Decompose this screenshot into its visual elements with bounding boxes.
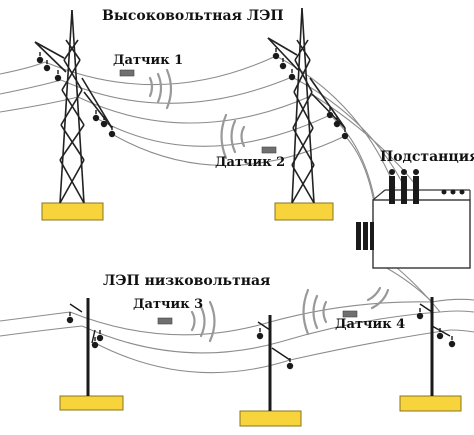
sensor-3: [157, 300, 216, 343]
sensor-1: [119, 68, 173, 110]
substation-label: Подстанция: [380, 149, 474, 165]
sensor-2-label: Датчик 2: [215, 155, 286, 170]
hv-line-title: Высоковольтная ЛЭП: [102, 8, 284, 24]
sensor-1-label: Датчик 1: [113, 53, 184, 68]
hv-tower-1-foundation: [41, 202, 104, 221]
lv-line-title: ЛЭП низковольтная: [103, 273, 271, 289]
lv-pole-1-foundation: [59, 395, 124, 411]
lv-pole-2-foundation: [239, 410, 302, 427]
sensor-3-label: Датчик 3: [133, 297, 204, 312]
lv-wires: [0, 261, 474, 374]
substation-transformer: [356, 169, 471, 269]
hv-tower-1: [34, 9, 116, 221]
hv-tower-2: [267, 7, 349, 221]
lv-pole-3-foundation: [399, 395, 462, 412]
sensor-4: [302, 286, 390, 336]
lv-pole-2: [239, 315, 302, 427]
sensor-4-label: Датчик 4: [335, 317, 406, 332]
hv-tower-2-foundation: [274, 202, 334, 221]
lv-pole-3: [399, 297, 462, 412]
sensor-2: [220, 113, 277, 160]
lv-pole-1: [59, 298, 124, 411]
